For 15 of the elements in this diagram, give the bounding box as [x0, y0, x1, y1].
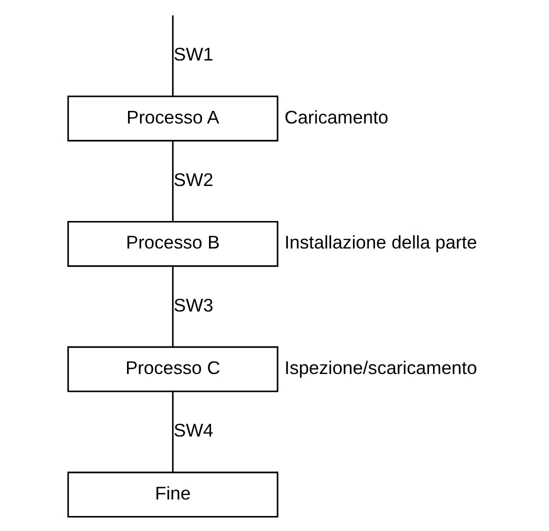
connector: [172, 15, 174, 96]
edge-label: SW1: [174, 44, 214, 65]
node-label: Installazione della parte: [284, 232, 478, 253]
connector: [172, 266, 174, 347]
edge-label: SW2: [174, 168, 214, 190]
edge-label: SW4: [174, 420, 214, 441]
node-box: Fine: [67, 472, 278, 518]
node-box: Processo C: [67, 346, 278, 392]
node-box: Processo B: [67, 220, 278, 267]
node-label: Caricamento: [284, 106, 388, 128]
node-box: Processo A: [67, 96, 278, 142]
edge-label: SW3: [174, 294, 214, 316]
connector: [172, 392, 174, 472]
node-label: Ispezione/scaricamento: [284, 356, 478, 378]
connector: [172, 140, 174, 222]
